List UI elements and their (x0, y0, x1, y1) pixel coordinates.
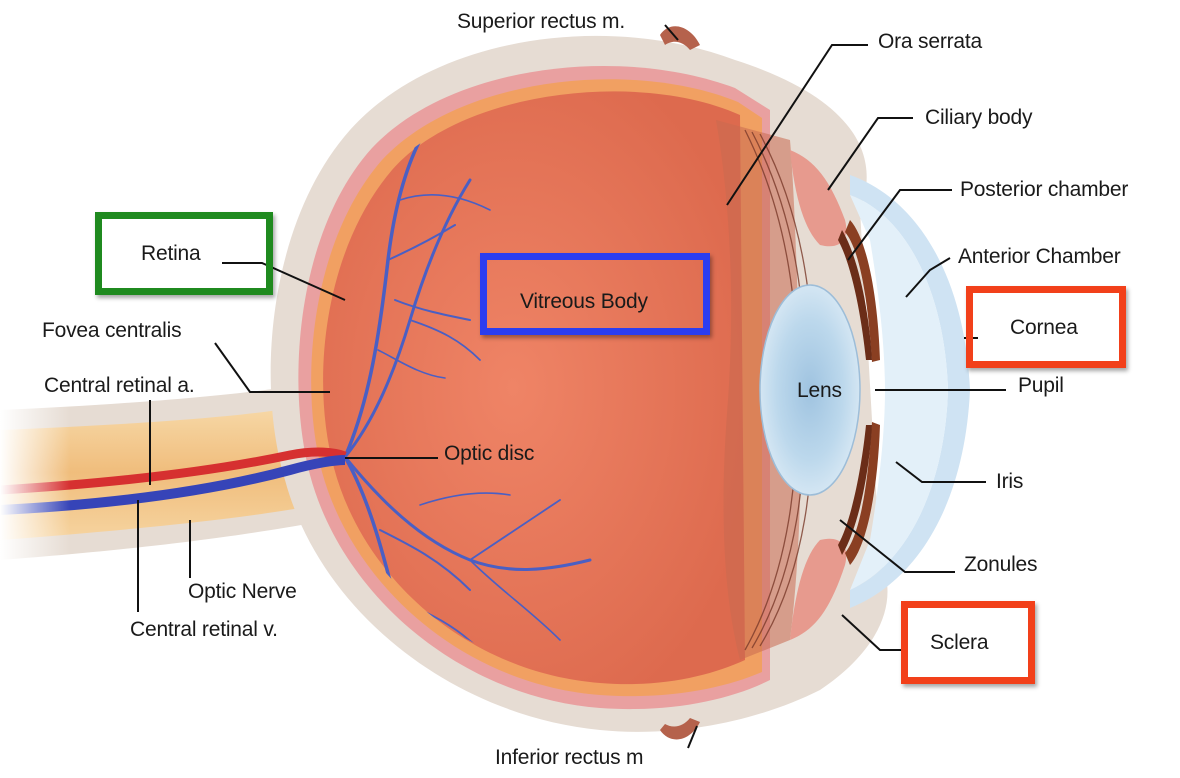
label-superior-rectus: Superior rectus m. (457, 10, 625, 34)
label-cornea: Cornea (1010, 316, 1078, 340)
label-central-retinal-vein: Central retinal v. (130, 618, 278, 642)
label-iris: Iris (996, 470, 1023, 494)
label-optic-nerve: Optic Nerve (188, 580, 297, 604)
label-pupil: Pupil (1018, 374, 1064, 398)
label-optic-disc: Optic disc (444, 442, 534, 466)
label-fovea-centralis: Fovea centralis (42, 319, 181, 343)
label-posterior-chamber: Posterior chamber (960, 178, 1128, 202)
label-vitreous-body: Vitreous Body (520, 290, 648, 314)
label-inferior-rectus: Inferior rectus m (495, 746, 643, 770)
label-ora-serrata: Ora serrata (878, 30, 982, 54)
label-anterior-chamber: Anterior Chamber (958, 245, 1121, 269)
label-ciliary-body: Ciliary body (925, 106, 1032, 130)
label-central-retinal-artery: Central retinal a. (44, 374, 194, 398)
label-sclera: Sclera (930, 631, 988, 655)
label-lens: Lens (797, 379, 842, 403)
label-zonules: Zonules (964, 553, 1037, 577)
label-retina: Retina (141, 242, 201, 266)
